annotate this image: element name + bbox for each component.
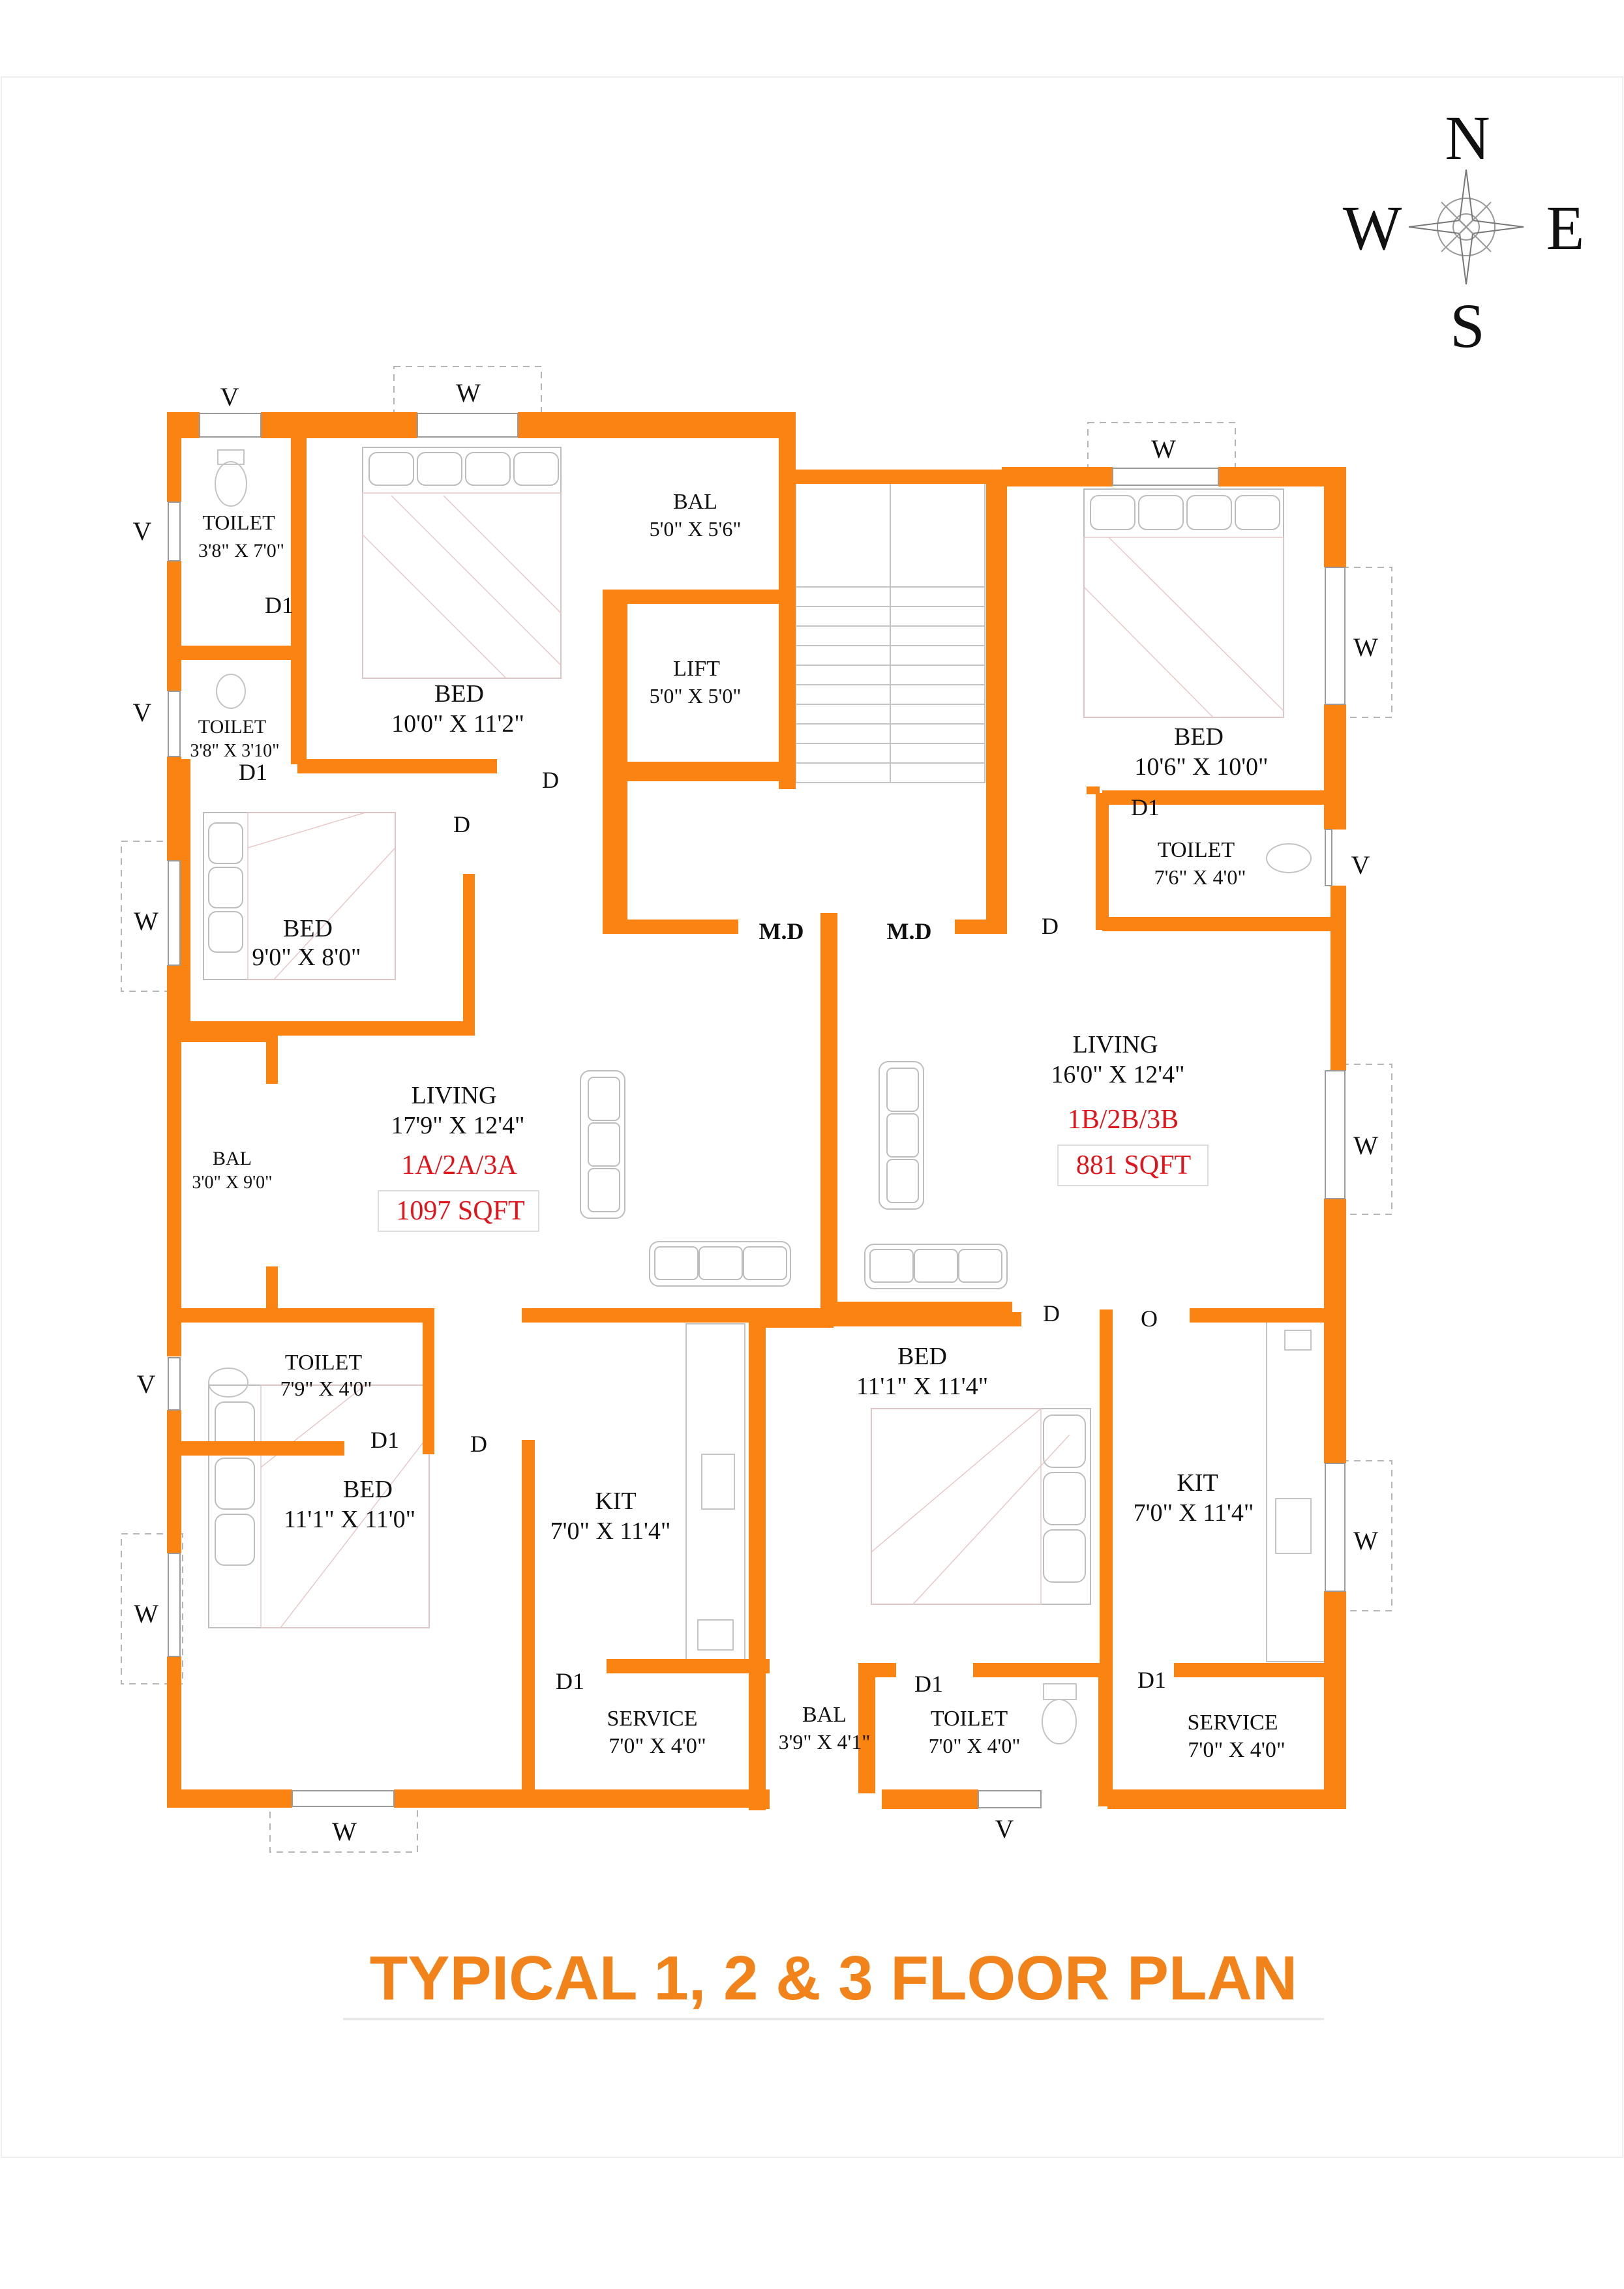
unit-a-area: 1097 SQFT	[396, 1196, 524, 1226]
kit-b-name: KIT	[1177, 1469, 1218, 1497]
toilet-b1-size: 7'6" X 4'0"	[1154, 865, 1246, 889]
living-a-name: LIVING	[412, 1082, 497, 1109]
toilet2-name: TOILET	[198, 716, 266, 738]
mark-w: W	[456, 378, 481, 408]
bed-b1-name: BED	[1174, 723, 1224, 751]
compass-rose	[1408, 169, 1524, 285]
bed2-name: BED	[283, 915, 333, 942]
opening-marks: V W V D1 V D1 D D W V D1 D W D1 W M.D M.…	[133, 378, 1379, 1846]
mark-v: V	[1351, 850, 1370, 880]
bal2-size: 3'0" X 9'0"	[192, 1173, 272, 1193]
unit-a-name: 1A/2A/3A	[401, 1150, 517, 1180]
mark-d1: D1	[239, 759, 267, 785]
bed2-size: 9'0" X 8'0"	[252, 944, 361, 971]
service-a-size: 7'0" X 4'0"	[609, 1734, 706, 1758]
lift-size: 5'0" X 5'0"	[650, 684, 742, 708]
mark-d1: D1	[556, 1668, 584, 1694]
plan-title: TYPICAL 1, 2 & 3 FLOOR PLAN	[370, 1943, 1297, 2013]
bed-b1-size: 10'6" X 10'0"	[1134, 753, 1268, 781]
mark-o: O	[1141, 1306, 1158, 1332]
compass-east: E	[1546, 193, 1585, 263]
unit-b-area-box	[1057, 1144, 1209, 1186]
compass-north: N	[1445, 103, 1490, 173]
toilet3-name: TOILET	[285, 1351, 363, 1375]
living-b-size: 16'0" X 12'4"	[1051, 1061, 1184, 1088]
bed3-size: 11'1" X 11'0"	[284, 1506, 415, 1533]
mark-v: V	[220, 382, 239, 411]
bed-b2-size: 11'1" X 11'4"	[856, 1373, 988, 1400]
mark-w: W	[134, 906, 158, 936]
toilet3-size: 7'9" X 4'0"	[280, 1377, 372, 1400]
bal1-name: BAL	[673, 490, 717, 514]
mark-w: W	[1353, 1526, 1378, 1555]
mark-d: D	[1042, 913, 1059, 939]
bed3-name: BED	[343, 1476, 393, 1503]
mark-w: W	[1353, 1131, 1378, 1160]
kit-b-size: 7'0" X 11'4"	[1134, 1499, 1254, 1527]
lift-name: LIFT	[673, 657, 720, 681]
mark-main-door: M.D	[887, 918, 932, 944]
living-a-size: 17'9" X 12'4"	[391, 1112, 524, 1139]
mark-main-door: M.D	[759, 918, 804, 944]
service-b-name: SERVICE	[1188, 1711, 1278, 1735]
bed-b2-name: BED	[897, 1343, 947, 1370]
mark-d1: D1	[265, 592, 293, 618]
bal-b-name: BAL	[802, 1703, 847, 1727]
toilet2-size: 3'8" X 3'10"	[190, 741, 279, 761]
living-b-name: LIVING	[1073, 1031, 1158, 1058]
mark-d1: D1	[1137, 1667, 1166, 1693]
mark-w: W	[134, 1599, 158, 1628]
mark-d1: D1	[1131, 794, 1160, 820]
mark-v: V	[133, 698, 152, 727]
bed1-size: 10'0" X 11'2"	[391, 710, 524, 738]
bal-b-size: 3'9" X 4'1"	[779, 1730, 871, 1754]
mark-d: D	[1043, 1300, 1060, 1326]
mark-w: W	[1151, 434, 1176, 464]
mark-v: V	[133, 516, 152, 546]
compass-south: S	[1450, 291, 1484, 361]
service-a-name: SERVICE	[607, 1707, 698, 1731]
toilet1-size: 3'8" X 7'0"	[198, 540, 284, 561]
mark-d1: D1	[370, 1427, 399, 1453]
bal2-name: BAL	[213, 1148, 252, 1169]
walls	[167, 412, 1346, 1810]
toilet1-name: TOILET	[202, 511, 275, 534]
mark-d1: D1	[914, 1671, 943, 1697]
mark-v: V	[137, 1369, 156, 1399]
toilet-b1-name: TOILET	[1158, 838, 1235, 862]
mark-v: V	[995, 1814, 1014, 1844]
sheet-border	[1, 76, 1623, 2158]
toilet-b2-size: 7'0" X 4'0"	[929, 1734, 1021, 1758]
unit-b-name: 1B/2B/3B	[1068, 1105, 1179, 1135]
openings	[168, 413, 1346, 1808]
unit-b-area: 881 SQFT	[1076, 1150, 1191, 1180]
unit-a-area-box	[378, 1190, 539, 1232]
kit-a-name: KIT	[595, 1488, 636, 1515]
bal1-size: 5'0" X 5'6"	[650, 517, 742, 541]
kit-a-size: 7'0" X 11'4"	[550, 1518, 671, 1545]
toilet-b2-name: TOILET	[931, 1707, 1008, 1731]
mark-d: D	[470, 1431, 487, 1457]
compass-west: W	[1343, 193, 1402, 263]
mark-w: W	[332, 1817, 357, 1846]
service-b-size: 7'0" X 4'0"	[1188, 1738, 1286, 1762]
mark-d: D	[542, 767, 559, 793]
mark-w: W	[1353, 633, 1378, 662]
bed1-name: BED	[434, 680, 484, 708]
mark-d: D	[453, 811, 470, 837]
